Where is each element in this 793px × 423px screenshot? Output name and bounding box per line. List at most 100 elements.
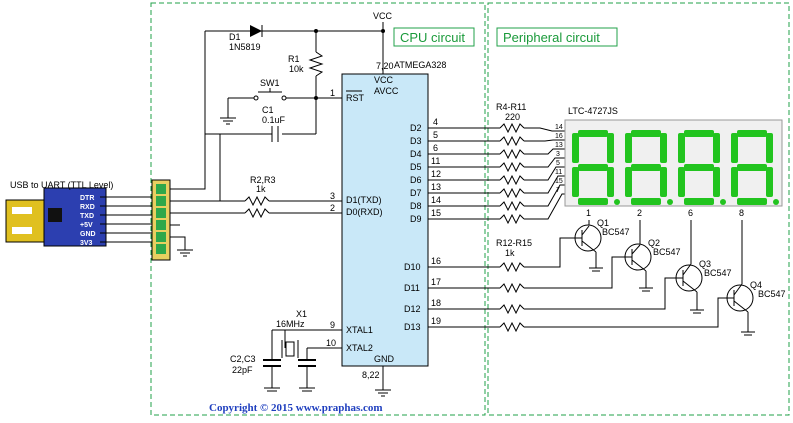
svg-text:5: 5	[556, 160, 560, 167]
segment	[684, 198, 714, 205]
segment	[713, 133, 720, 163]
svg-text:RXD: RXD	[80, 204, 95, 211]
svg-text:TXD: TXD	[80, 213, 94, 220]
svg-text:8,22: 8,22	[362, 370, 380, 380]
r2-r3-value: 1k	[256, 184, 266, 194]
segment	[625, 167, 632, 197]
r4-r11-ref: R4-R11	[496, 102, 526, 112]
segment	[766, 133, 773, 163]
svg-text:Q4: Q4	[750, 280, 762, 290]
x1-value: 16MHz	[276, 319, 305, 329]
segment	[684, 130, 714, 137]
r2-r3-ref: R2,R3	[250, 175, 276, 185]
display-part: LTC-4727JS	[568, 106, 618, 116]
decimal-point	[667, 199, 673, 205]
usb-module-title: USB to UART (TTL Level)	[10, 180, 113, 190]
segment	[713, 167, 720, 197]
svg-text:14: 14	[555, 124, 563, 131]
segment	[737, 198, 767, 205]
svg-text:1: 1	[330, 88, 335, 98]
usb-uart-module	[5, 187, 107, 247]
svg-text:BC547: BC547	[758, 289, 786, 299]
peripheral-section-border	[487, 2, 790, 416]
segment	[660, 167, 667, 197]
decimal-point	[614, 199, 620, 205]
svg-text:D9: D9	[410, 214, 422, 224]
svg-text:2: 2	[637, 208, 642, 218]
svg-text:8: 8	[739, 208, 744, 218]
r12-r15-value: 1k	[505, 248, 515, 258]
svg-text:3: 3	[556, 151, 560, 158]
header-connector	[151, 179, 171, 261]
peripheral-section-label-box	[496, 27, 618, 47]
d1-ref: D1	[229, 32, 241, 42]
svg-text:3V3: 3V3	[80, 240, 93, 247]
transistor-q4	[726, 283, 755, 336]
svg-text:Q1: Q1	[597, 218, 609, 228]
svg-text:5: 5	[433, 130, 438, 140]
svg-text:9: 9	[330, 320, 335, 330]
svg-text:DTR: DTR	[80, 195, 94, 202]
switch-sw1	[253, 88, 287, 101]
svg-text:11: 11	[555, 169, 562, 176]
segment	[684, 164, 714, 171]
svg-text:Q2: Q2	[648, 238, 660, 248]
svg-text:16: 16	[555, 133, 563, 140]
svg-text:15: 15	[431, 208, 441, 218]
segment	[678, 167, 685, 197]
svg-text:18: 18	[431, 298, 441, 308]
segment	[625, 133, 632, 163]
svg-text:3: 3	[330, 191, 335, 201]
resistor-bank-r4-r11	[499, 122, 525, 225]
decimal-point	[720, 199, 726, 205]
mcu-top-pins: 7,20	[376, 61, 394, 71]
segment	[631, 164, 661, 171]
vcc-label: VCC	[373, 11, 393, 21]
crystal-x1	[281, 340, 299, 358]
svg-text:19: 19	[431, 316, 441, 326]
r12-r15-ref: R12-R15	[496, 238, 532, 248]
segment	[737, 130, 767, 137]
sw1-ref: SW1	[260, 78, 280, 88]
svg-text:BC547: BC547	[704, 268, 732, 278]
copyright-text: Copyright © 2015 www.praphas.com	[209, 402, 383, 414]
svg-text:XTAL1: XTAL1	[346, 325, 373, 335]
digit-1	[572, 130, 620, 205]
svg-text:10: 10	[326, 338, 336, 348]
svg-text:D7: D7	[410, 188, 422, 198]
svg-text:D6: D6	[410, 175, 422, 185]
resistor-r1	[308, 51, 324, 77]
svg-text:6: 6	[688, 208, 693, 218]
svg-text:D2: D2	[410, 123, 422, 133]
svg-text:GND: GND	[374, 354, 395, 364]
svg-text:D13: D13	[404, 322, 421, 332]
svg-text:D3: D3	[410, 136, 422, 146]
digit-group	[572, 130, 779, 205]
segment	[631, 198, 661, 205]
cpu-section-label: CPU circuit	[400, 30, 465, 45]
segment	[731, 133, 738, 163]
segment	[607, 133, 614, 163]
transistor-q3	[675, 263, 704, 314]
svg-text:14: 14	[431, 195, 441, 205]
svg-text:D12: D12	[404, 304, 421, 314]
x1-ref: X1	[296, 309, 307, 319]
c1-ref: C1	[262, 105, 274, 115]
digit-4	[731, 130, 779, 205]
svg-text:D4: D4	[410, 149, 422, 159]
svg-text:6: 6	[433, 143, 438, 153]
d1-part: 1N5819	[229, 42, 261, 52]
svg-text:13: 13	[431, 182, 441, 192]
mcu-pin-rst: RST	[346, 93, 365, 103]
transistor-q2	[624, 243, 653, 292]
svg-text:4: 4	[433, 117, 438, 127]
svg-text:7: 7	[556, 187, 560, 194]
segment	[578, 130, 608, 137]
segment	[578, 164, 608, 171]
segment	[678, 133, 685, 163]
segment	[572, 167, 579, 197]
svg-text:XTAL2: XTAL2	[346, 343, 373, 353]
segment	[631, 130, 661, 137]
